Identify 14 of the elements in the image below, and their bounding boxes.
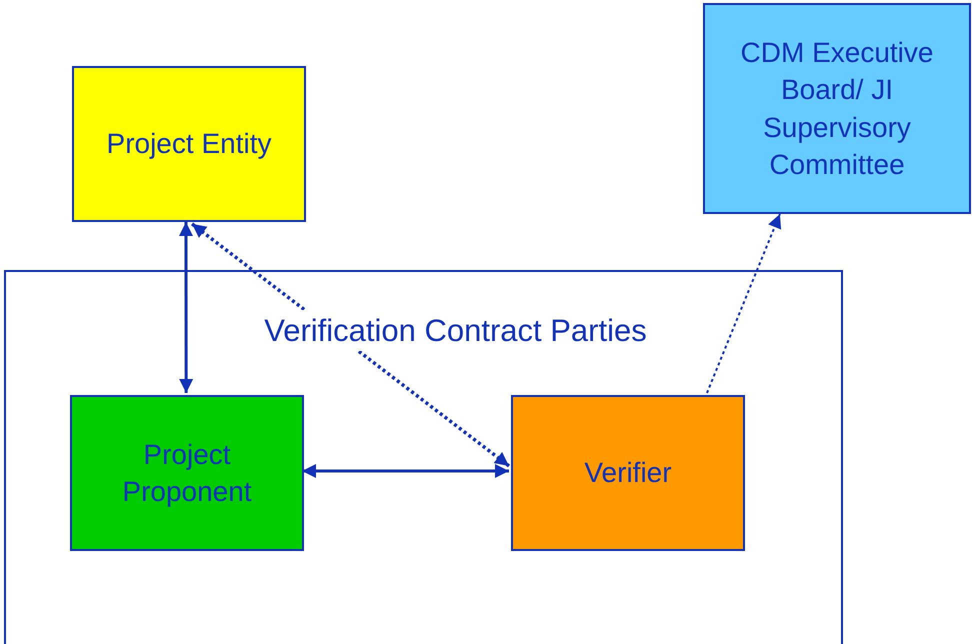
process-box bbox=[72, 66, 306, 222]
process-box bbox=[70, 395, 304, 551]
group-title: Verification Contract Parties bbox=[264, 310, 647, 352]
box-label: Project Entity bbox=[106, 127, 272, 162]
process-box bbox=[703, 3, 971, 214]
group-frame bbox=[4, 270, 843, 644]
process-box bbox=[511, 395, 745, 551]
arrow bbox=[178, 222, 194, 393]
arrow bbox=[302, 464, 509, 478]
arrow bbox=[706, 214, 782, 394]
box-label: Project Proponent bbox=[121, 438, 253, 509]
box-label: Verifier bbox=[584, 456, 672, 490]
arrow bbox=[190, 222, 510, 468]
box-label: CDM Executive Board/ JI Supervisory Committee bbox=[740, 36, 934, 182]
